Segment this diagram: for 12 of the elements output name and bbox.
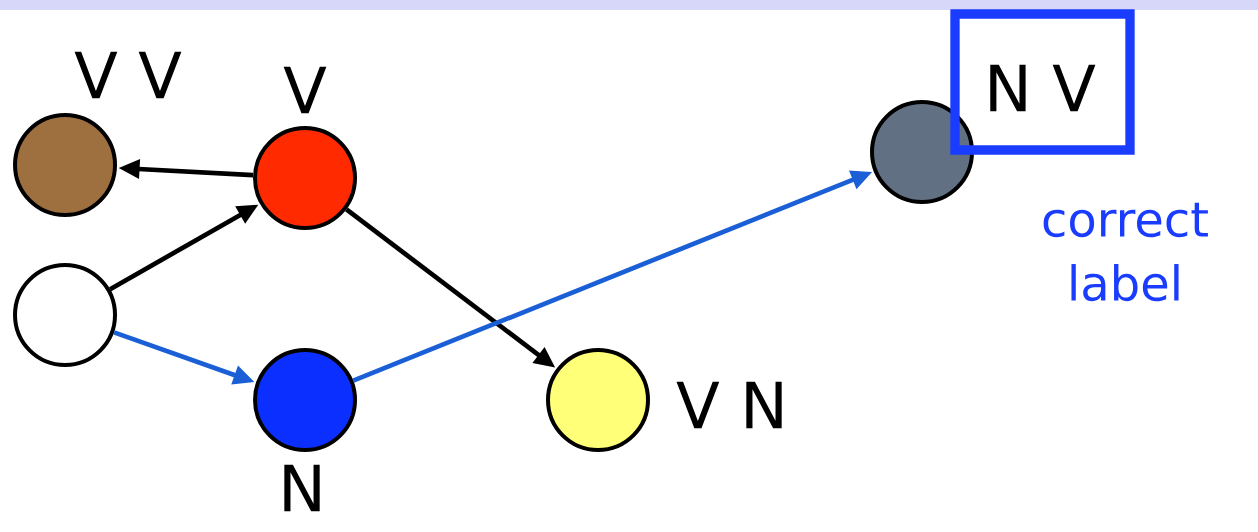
circle-node bbox=[253, 126, 357, 230]
node-label: V N bbox=[676, 381, 782, 429]
circle-node bbox=[870, 100, 974, 204]
circle-node bbox=[13, 263, 117, 367]
circle-node bbox=[13, 113, 117, 217]
circle-node bbox=[253, 348, 357, 452]
annotation-text: correct label bbox=[1043, 202, 1208, 302]
node-label: N V bbox=[990, 64, 1096, 112]
node-label: V V bbox=[74, 51, 182, 99]
node-label: V bbox=[283, 66, 327, 114]
circle-node bbox=[546, 348, 650, 452]
node-label: N bbox=[284, 464, 320, 512]
